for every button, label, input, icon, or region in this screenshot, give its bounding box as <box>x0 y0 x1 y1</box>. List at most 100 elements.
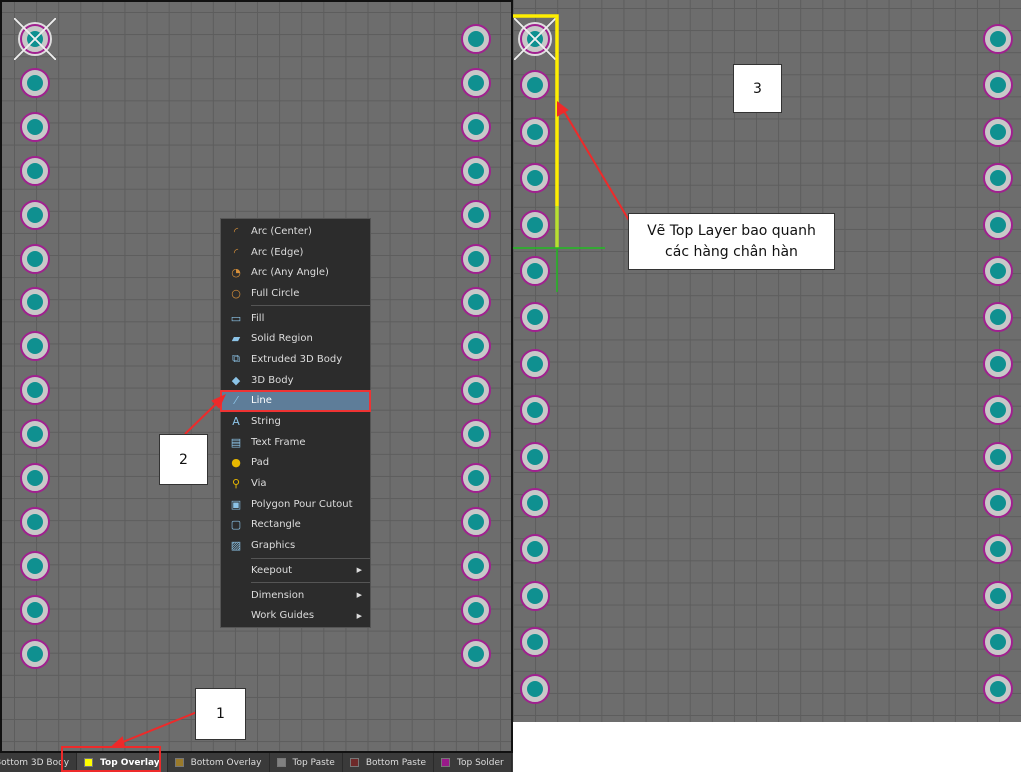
layer-tab[interactable]: Bottom Overlay <box>168 753 270 772</box>
pad[interactable] <box>461 463 491 493</box>
menu-item-work-guides[interactable]: Work Guides▶ <box>221 605 370 626</box>
pad[interactable] <box>461 550 491 581</box>
layer-tab-label: Top Overlay <box>100 757 160 768</box>
solid-region-icon: ▰ <box>231 332 241 346</box>
menu-item-label: Full Circle <box>251 287 300 299</box>
layer-color-swatch <box>441 758 451 767</box>
pad[interactable] <box>20 375 50 406</box>
pad[interactable] <box>520 163 550 194</box>
pad[interactable] <box>983 348 1013 379</box>
menu-item-dimension[interactable]: Dimension▶ <box>221 585 370 606</box>
layer-tab[interactable]: Top Overlay <box>77 753 168 772</box>
pad[interactable] <box>520 395 550 426</box>
layer-tab[interactable]: Top Solder <box>434 753 512 772</box>
pad[interactable] <box>983 580 1013 611</box>
pad[interactable] <box>983 116 1013 147</box>
text-frame-icon: ▤ <box>230 435 242 449</box>
menu-item-solid-region[interactable]: ▰Solid Region <box>221 328 370 349</box>
pad[interactable] <box>983 163 1013 194</box>
pad[interactable] <box>520 348 550 379</box>
pad[interactable] <box>983 209 1013 240</box>
pad[interactable] <box>20 594 50 625</box>
menu-item-rectangle[interactable]: ▢Rectangle <box>221 515 370 536</box>
pad[interactable] <box>520 116 550 147</box>
pad[interactable] <box>461 155 491 186</box>
pad[interactable] <box>983 673 1013 704</box>
pad[interactable] <box>520 256 550 286</box>
pad[interactable] <box>461 243 491 274</box>
pad[interactable] <box>461 594 491 625</box>
pad[interactable] <box>461 331 491 362</box>
pad[interactable] <box>983 441 1013 472</box>
pad[interactable] <box>461 638 491 669</box>
pad[interactable] <box>461 419 491 450</box>
pad[interactable] <box>20 463 50 493</box>
layer-tab-label: Top Paste <box>292 757 335 768</box>
menu-item-label: String <box>251 416 281 428</box>
pad[interactable] <box>520 441 550 472</box>
pad[interactable] <box>20 638 50 669</box>
pad[interactable] <box>461 111 491 142</box>
pad[interactable] <box>520 209 550 240</box>
fill-icon: ▭ <box>230 311 242 325</box>
pad[interactable] <box>983 70 1013 101</box>
pad[interactable] <box>520 488 550 518</box>
pin1-pad[interactable] <box>14 18 56 60</box>
menu-item-arc-center-[interactable]: ◜Arc (Center) <box>221 221 370 242</box>
pad[interactable] <box>520 302 550 333</box>
pin1-pad[interactable] <box>514 18 556 60</box>
pad[interactable] <box>20 155 50 186</box>
layer-tab[interactable]: Bottom Paste <box>343 753 435 772</box>
menu-separator <box>251 582 370 584</box>
pad[interactable] <box>20 199 50 230</box>
pad[interactable] <box>983 488 1013 518</box>
pad[interactable] <box>461 199 491 230</box>
place-context-menu: ◜Arc (Center)◜Arc (Edge) ◔ Arc (Any Angle)… <box>220 218 371 628</box>
menu-item-text-frame[interactable]: ▤Text Frame <box>221 432 370 453</box>
menu-item-label: Arc (Any Angle) <box>251 267 329 279</box>
menu-item-extruded-3d-body[interactable]: ⧉Extruded 3D Body <box>221 349 370 370</box>
layer-tab[interactable]: Bottom Solder <box>512 753 513 772</box>
pad[interactable] <box>520 534 550 565</box>
pad[interactable] <box>20 243 50 274</box>
pad[interactable] <box>461 67 491 98</box>
menu-item-full-circle[interactable]: ○Full Circle <box>221 283 370 304</box>
pad[interactable] <box>983 627 1013 658</box>
pad[interactable] <box>20 506 50 537</box>
pad[interactable] <box>20 419 50 450</box>
layer-tab[interactable]: Bottom 3D Body <box>0 753 78 772</box>
pad[interactable] <box>520 580 550 611</box>
menu-item-line[interactable]: ⁄Line <box>220 389 371 413</box>
menu-item-polygon-pour-cutout[interactable]: ▣Polygon Pour Cutout <box>221 494 370 515</box>
menu-item-pad[interactable]: ●Pad <box>221 453 370 474</box>
pad[interactable] <box>20 111 50 142</box>
pad[interactable] <box>520 70 550 101</box>
pad[interactable] <box>983 395 1013 426</box>
pad[interactable] <box>20 67 50 98</box>
pad[interactable] <box>20 331 50 362</box>
layer-tab[interactable]: Top Paste <box>270 753 343 772</box>
menu-item-via[interactable]: ⚲Via <box>221 473 370 494</box>
pad[interactable] <box>983 534 1013 565</box>
pad[interactable] <box>983 24 1013 54</box>
pad[interactable] <box>983 256 1013 286</box>
pad[interactable] <box>520 673 550 704</box>
menu-item-arc-any-angle-[interactable]: ◔ Arc (Any Angle) <box>221 262 370 283</box>
callout-2: 2 <box>159 434 208 485</box>
arc-any-angle-icon: ◔ <box>231 266 241 280</box>
pad[interactable] <box>520 627 550 658</box>
3d-body-icon: ◆ <box>231 373 241 387</box>
menu-item-fill[interactable]: ▭Fill <box>221 308 370 329</box>
pad[interactable] <box>461 24 491 54</box>
pad[interactable] <box>461 506 491 537</box>
pad[interactable] <box>20 550 50 581</box>
pad[interactable] <box>461 287 491 318</box>
menu-item-arc-edge-[interactable]: ◜Arc (Edge) <box>221 242 370 263</box>
menu-item-keepout[interactable]: Keepout▶ <box>221 560 370 581</box>
menu-item-graphics[interactable]: ▨Graphics <box>221 535 370 556</box>
pad[interactable] <box>983 302 1013 333</box>
pad[interactable] <box>20 287 50 318</box>
menu-item-3d-body[interactable]: ◆3D Body <box>221 370 370 391</box>
pad[interactable] <box>461 375 491 406</box>
